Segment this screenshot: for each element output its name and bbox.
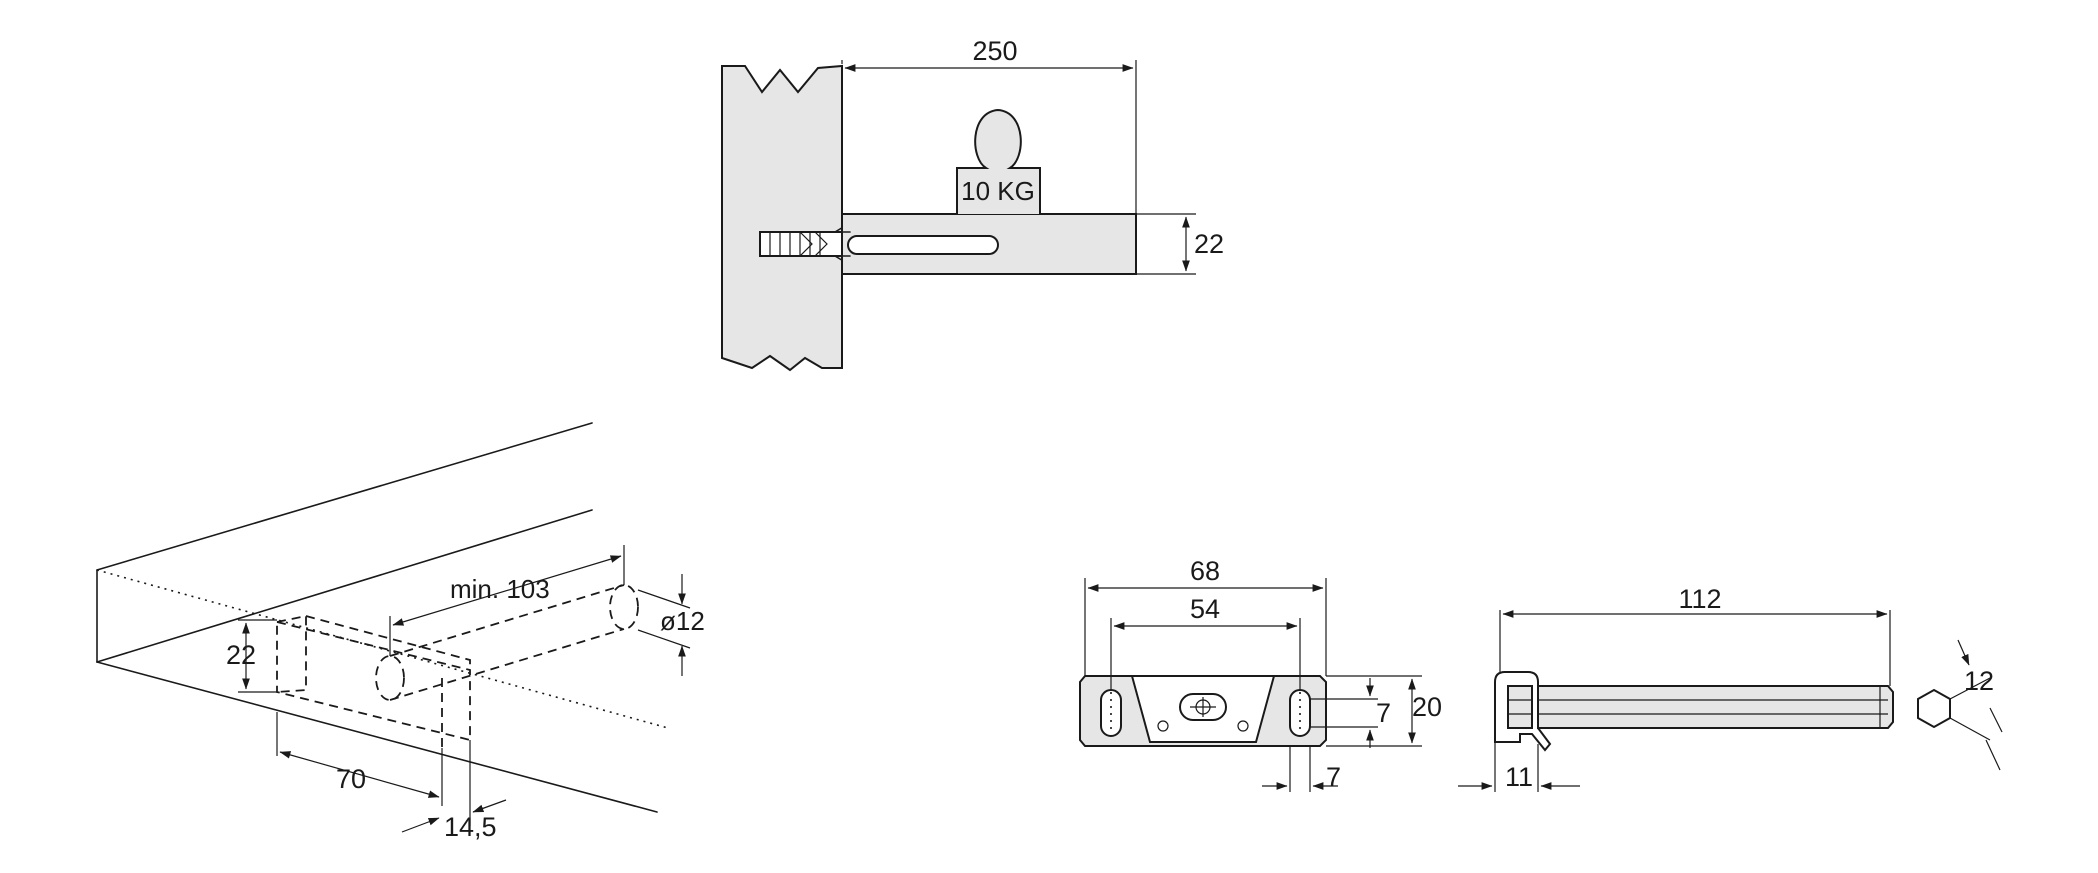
dim-label-54: 54 [1190,594,1220,624]
mounting-plate-view: 68 54 20 7 7 [1079,556,1442,792]
dim-label-112: 112 [1678,584,1721,614]
shelf-slot [847,235,999,255]
dim-label-20: 20 [1412,692,1442,722]
dim-label-22-iso: 22 [226,640,256,670]
dim-label-7-horizontal: 7 [1326,762,1341,792]
dim-line-103 [392,555,622,626]
weight-label: 10 KG [961,176,1035,206]
dim-label-250: 250 [972,36,1017,66]
pin-hex-profile [1917,688,1951,729]
pocket-recess [276,614,471,748]
dim-label-103: min. 103 [450,574,550,604]
dim-label-22-top: 22 [1194,229,1224,259]
dim-label-70: 70 [336,764,366,794]
hex-pin-view: 112 11 12 [1458,584,2003,792]
isometric-shelf-view: min. 103 ø12 22 70 14,5 [96,422,705,842]
dim-line-70 [279,751,440,798]
dim-label-12-hex: 12 [1964,666,1994,696]
pin-shaft [1537,685,1894,729]
weight-block [956,108,1041,214]
wall-section [721,64,843,372]
dim-label-diameter-12: ø12 [660,606,705,636]
dim-label-11: 11 [1505,762,1533,792]
wall-mount-view: 10 KG 250 22 [721,36,1224,372]
dim-label-68: 68 [1190,556,1220,586]
wall-drill-hole [759,231,843,257]
dim-label-14-5: 14,5 [444,812,497,842]
dim-label-7-vertical: 7 [1376,698,1391,728]
